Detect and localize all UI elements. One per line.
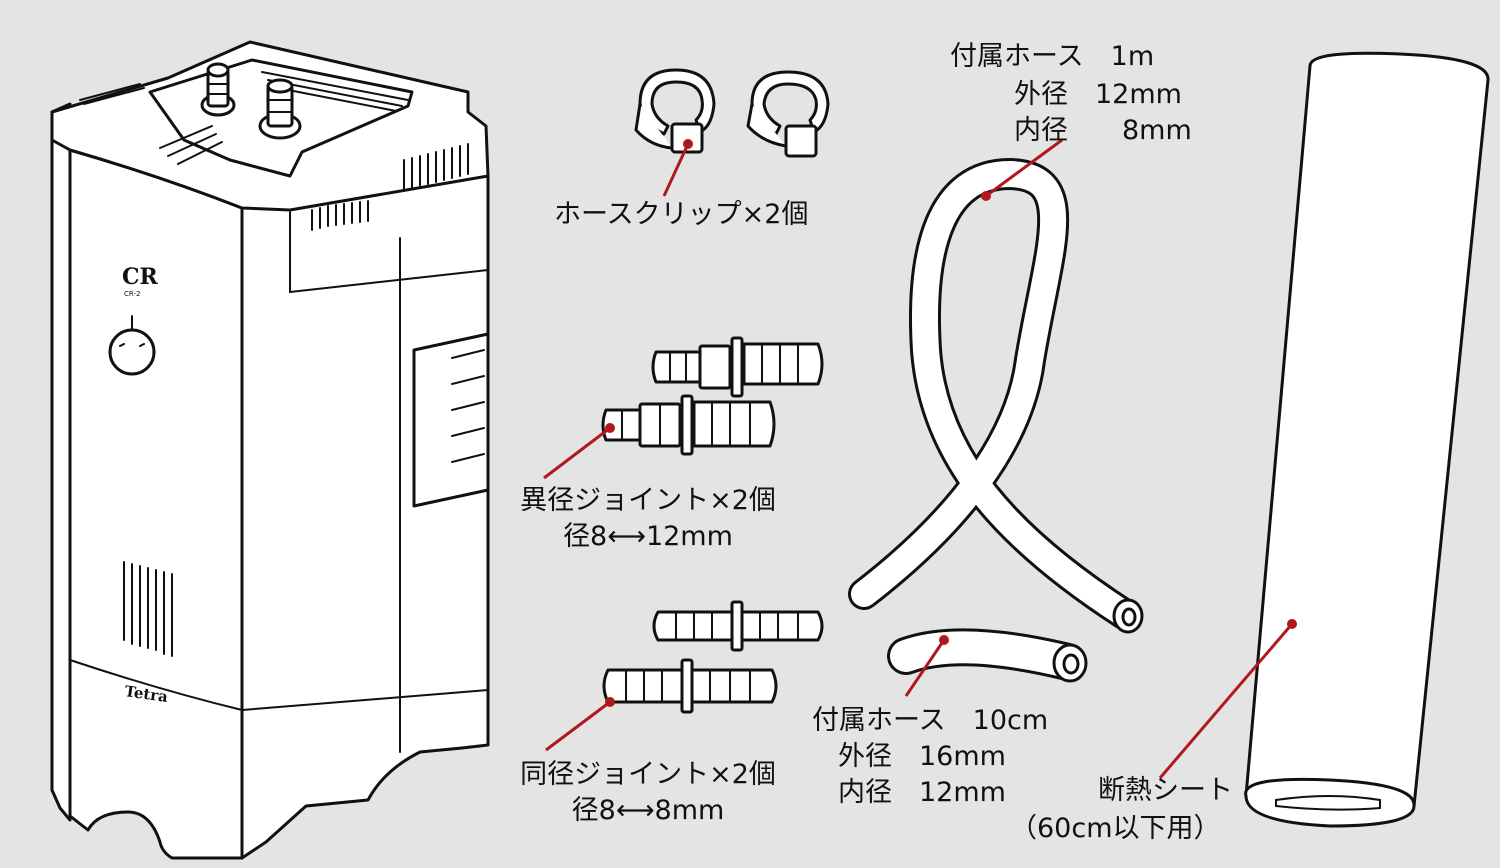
- hose-short-inner: 内径 12mm: [838, 777, 1006, 808]
- straight-joint-2: [602, 658, 778, 714]
- side-grill-panel: [412, 332, 490, 508]
- insulation-label: 断熱シート: [1098, 775, 1233, 806]
- hose-nipple-left: [200, 62, 236, 117]
- reducer-joint-2: [601, 394, 776, 456]
- device-front-face: [68, 148, 244, 860]
- hose-nipple-right: [258, 78, 302, 140]
- pointer-straight-joint: [545, 697, 615, 752]
- insulation-sheet: [1244, 51, 1490, 828]
- maker-logo: Tetra: [123, 682, 169, 706]
- hose-long-inner: 内径 8mm: [1014, 115, 1192, 146]
- top-vent-left: [79, 83, 145, 105]
- pointer-hose-long: [981, 138, 1063, 201]
- device-side-face: [50, 102, 72, 822]
- model-label: CR-2: [124, 290, 140, 298]
- hose-short-name: 付属ホース 10cm: [812, 705, 1049, 736]
- pointer-hose-clip: [662, 139, 693, 197]
- cooler-device: CR CR-2 Tetra: [50, 40, 490, 860]
- thermostat-dial[interactable]: [108, 315, 156, 376]
- hose-clip-label: ホースクリップ×2個: [554, 199, 809, 230]
- hose-long: [848, 157, 1144, 634]
- hose-clip-1: [634, 68, 716, 154]
- pointer-reducer-joint: [543, 423, 615, 480]
- hose-long-name: 付属ホース 1m: [950, 41, 1155, 72]
- hose-short: [887, 628, 1088, 683]
- hose-short-outer: 外径 16mm: [838, 741, 1006, 772]
- pointer-hose-short: [904, 635, 949, 697]
- reducer-joint-label: 異径ジョイント×2個: [520, 485, 776, 516]
- brand-label: CR: [122, 264, 159, 290]
- reducer-joint-1: [651, 336, 824, 398]
- side-grill-slats: [451, 349, 485, 463]
- front-vent: [123, 561, 173, 657]
- straight-joint-1: [652, 600, 824, 652]
- hose-clip-2: [746, 70, 830, 158]
- straight-joint-size: 径8⟷8mm: [571, 795, 725, 826]
- straight-joint-label: 同径ジョイント×2個: [520, 759, 776, 790]
- lid-slots: [159, 125, 223, 165]
- hose-long-outer: 外径 12mm: [1014, 79, 1182, 110]
- reducer-joint-size: 径8⟷12mm: [563, 521, 733, 552]
- device-right-face: [240, 174, 490, 860]
- side-vent-upper: [311, 143, 469, 231]
- pointer-insulation: [1158, 619, 1297, 779]
- insulation-note: （60cm以下用）: [1010, 813, 1221, 844]
